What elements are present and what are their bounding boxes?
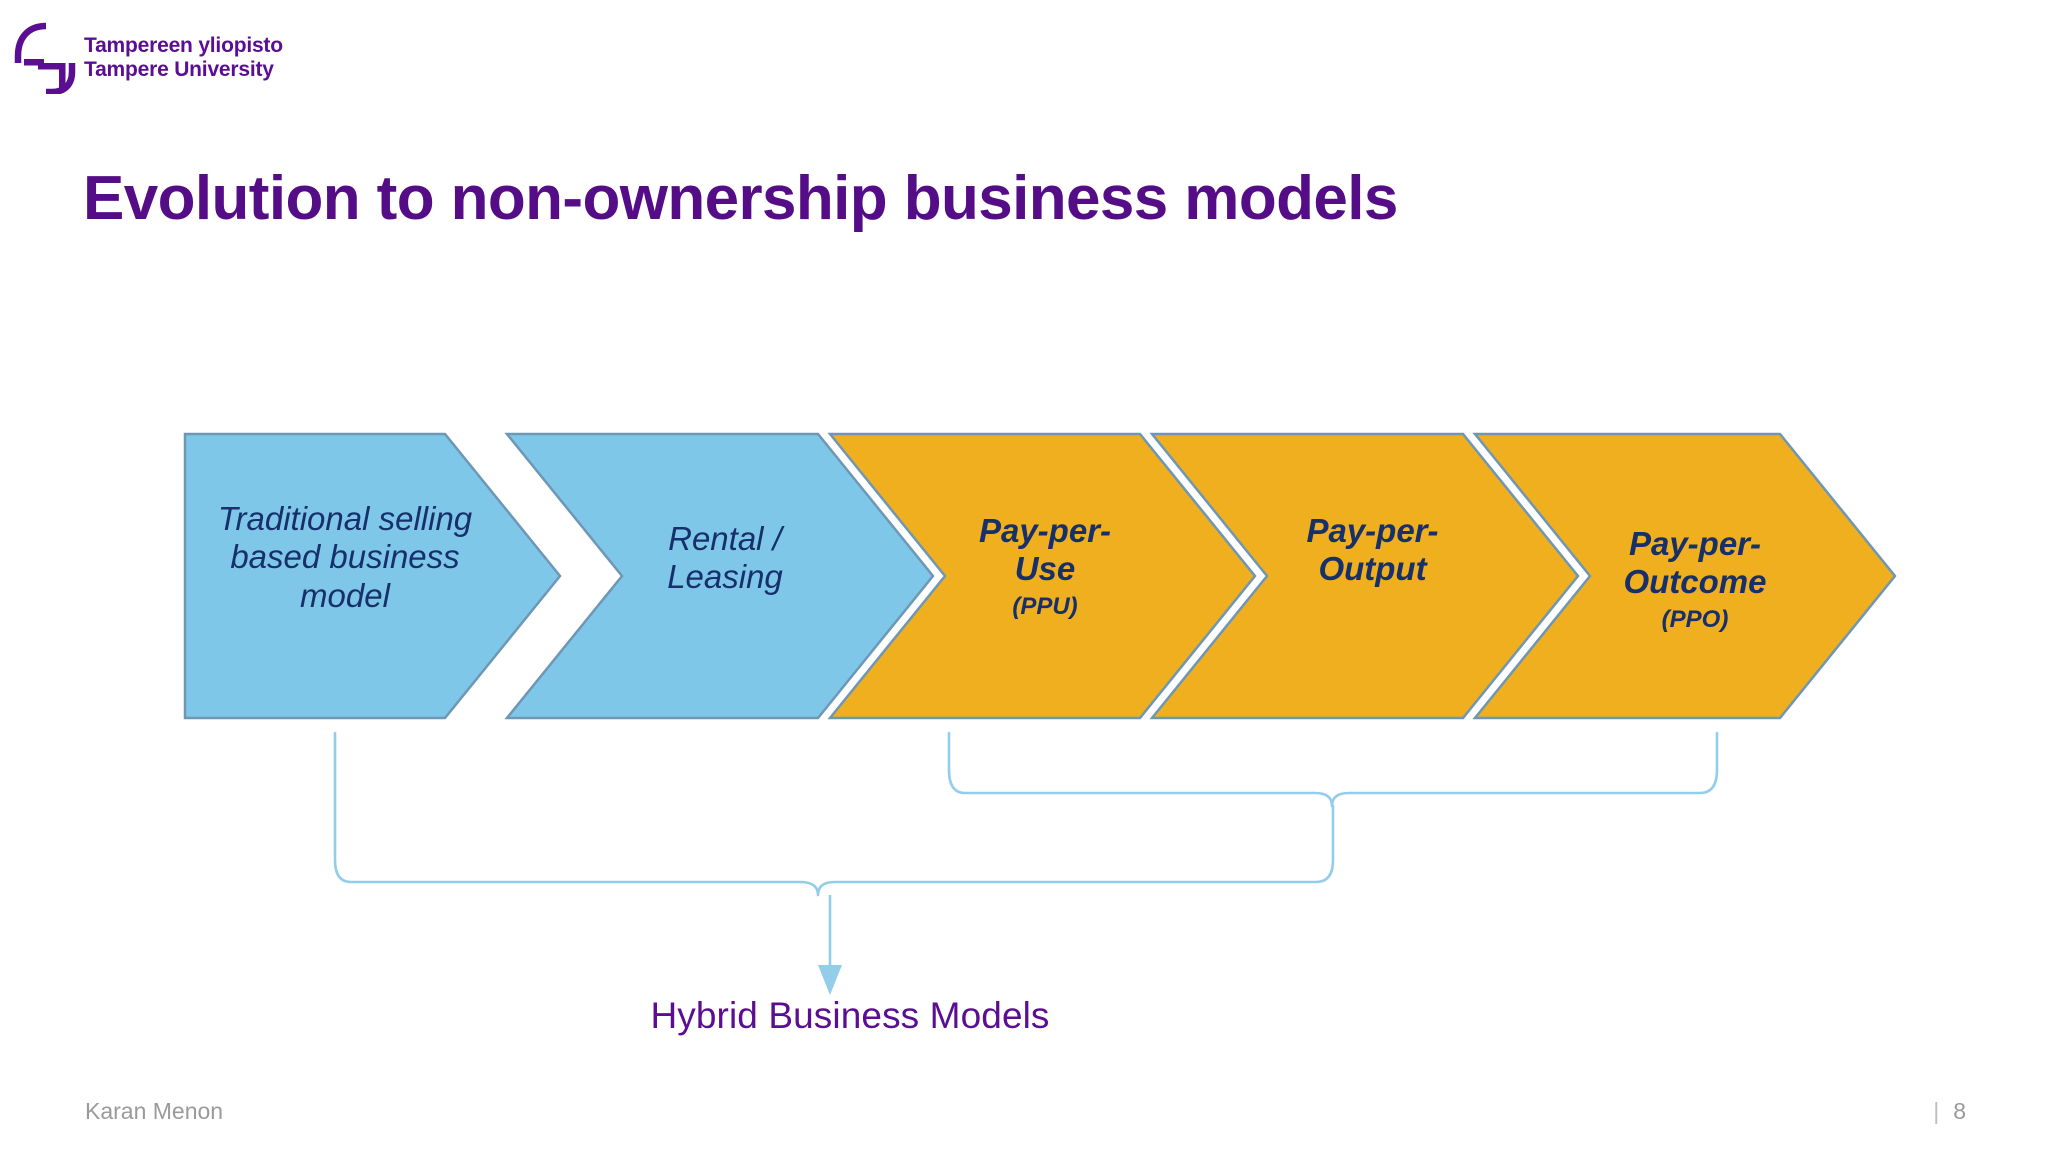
logo-line-english: Tampere University — [84, 57, 274, 81]
chevron-stage-3[interactable] — [827, 432, 1257, 720]
chevron-label-stage-5: Pay-per- Outcome (PPO) — [1565, 525, 1825, 633]
chevron-abbreviation: (PPO) — [1661, 605, 1729, 633]
chevron-label-stage-4: Pay-per- Output — [1245, 512, 1500, 589]
page-title: Evolution to non-ownership business mode… — [83, 164, 1398, 233]
brace-non-ownership — [947, 731, 1719, 808]
chevron-label-line: Pay-per- — [1628, 525, 1762, 562]
chevron-abbreviation: (PPU) — [1012, 592, 1078, 620]
hybrid-arrow-head — [818, 965, 842, 995]
hybrid-business-models-label: Hybrid Business Models — [650, 995, 1050, 1036]
footer-separator: | — [1933, 1098, 1940, 1124]
tampere-university-logo-mark — [14, 22, 76, 94]
chevron-stage-1[interactable] — [183, 432, 562, 720]
chevron-label-line: Pay-per- — [978, 512, 1112, 549]
chevron-label-line: Use — [1014, 550, 1076, 588]
chevron-label-line: Pay-per- — [1306, 512, 1439, 549]
chevron-stage-5[interactable] — [1472, 432, 1897, 720]
chevron-label-line: Traditional selling — [217, 500, 473, 537]
chevron-label-line: based business — [230, 538, 460, 576]
chevron-label-line: Rental / — [668, 520, 782, 557]
footer-pagination: | 8 — [1933, 1098, 1966, 1125]
footer-page-number: 8 — [1953, 1098, 1966, 1124]
logo-wordmark: Tampereen yliopisto Tampere University — [84, 34, 283, 81]
chevron-label-line: Output — [1318, 550, 1427, 588]
tampere-university-logo: Tampereen yliopisto Tampere University — [12, 22, 352, 98]
chevron-label-line: Leasing — [667, 558, 783, 596]
chevron-label-stage-3: Pay-per- Use (PPU) — [925, 512, 1165, 620]
chevron-label-line: model — [300, 576, 390, 614]
chevron-stage-2[interactable] — [504, 432, 935, 720]
logo-line-finnish: Tampereen yliopisto — [84, 34, 283, 57]
chevron-label-stage-2: Rental / Leasing — [595, 520, 855, 597]
footer-author: Karan Menon — [85, 1098, 224, 1124]
brace-hybrid — [333, 731, 1335, 897]
chevron-stage-4[interactable] — [1149, 432, 1580, 720]
chevron-label-line: Outcome — [1623, 563, 1767, 601]
chevron-label-stage-1: Traditional selling based business model — [200, 500, 490, 615]
